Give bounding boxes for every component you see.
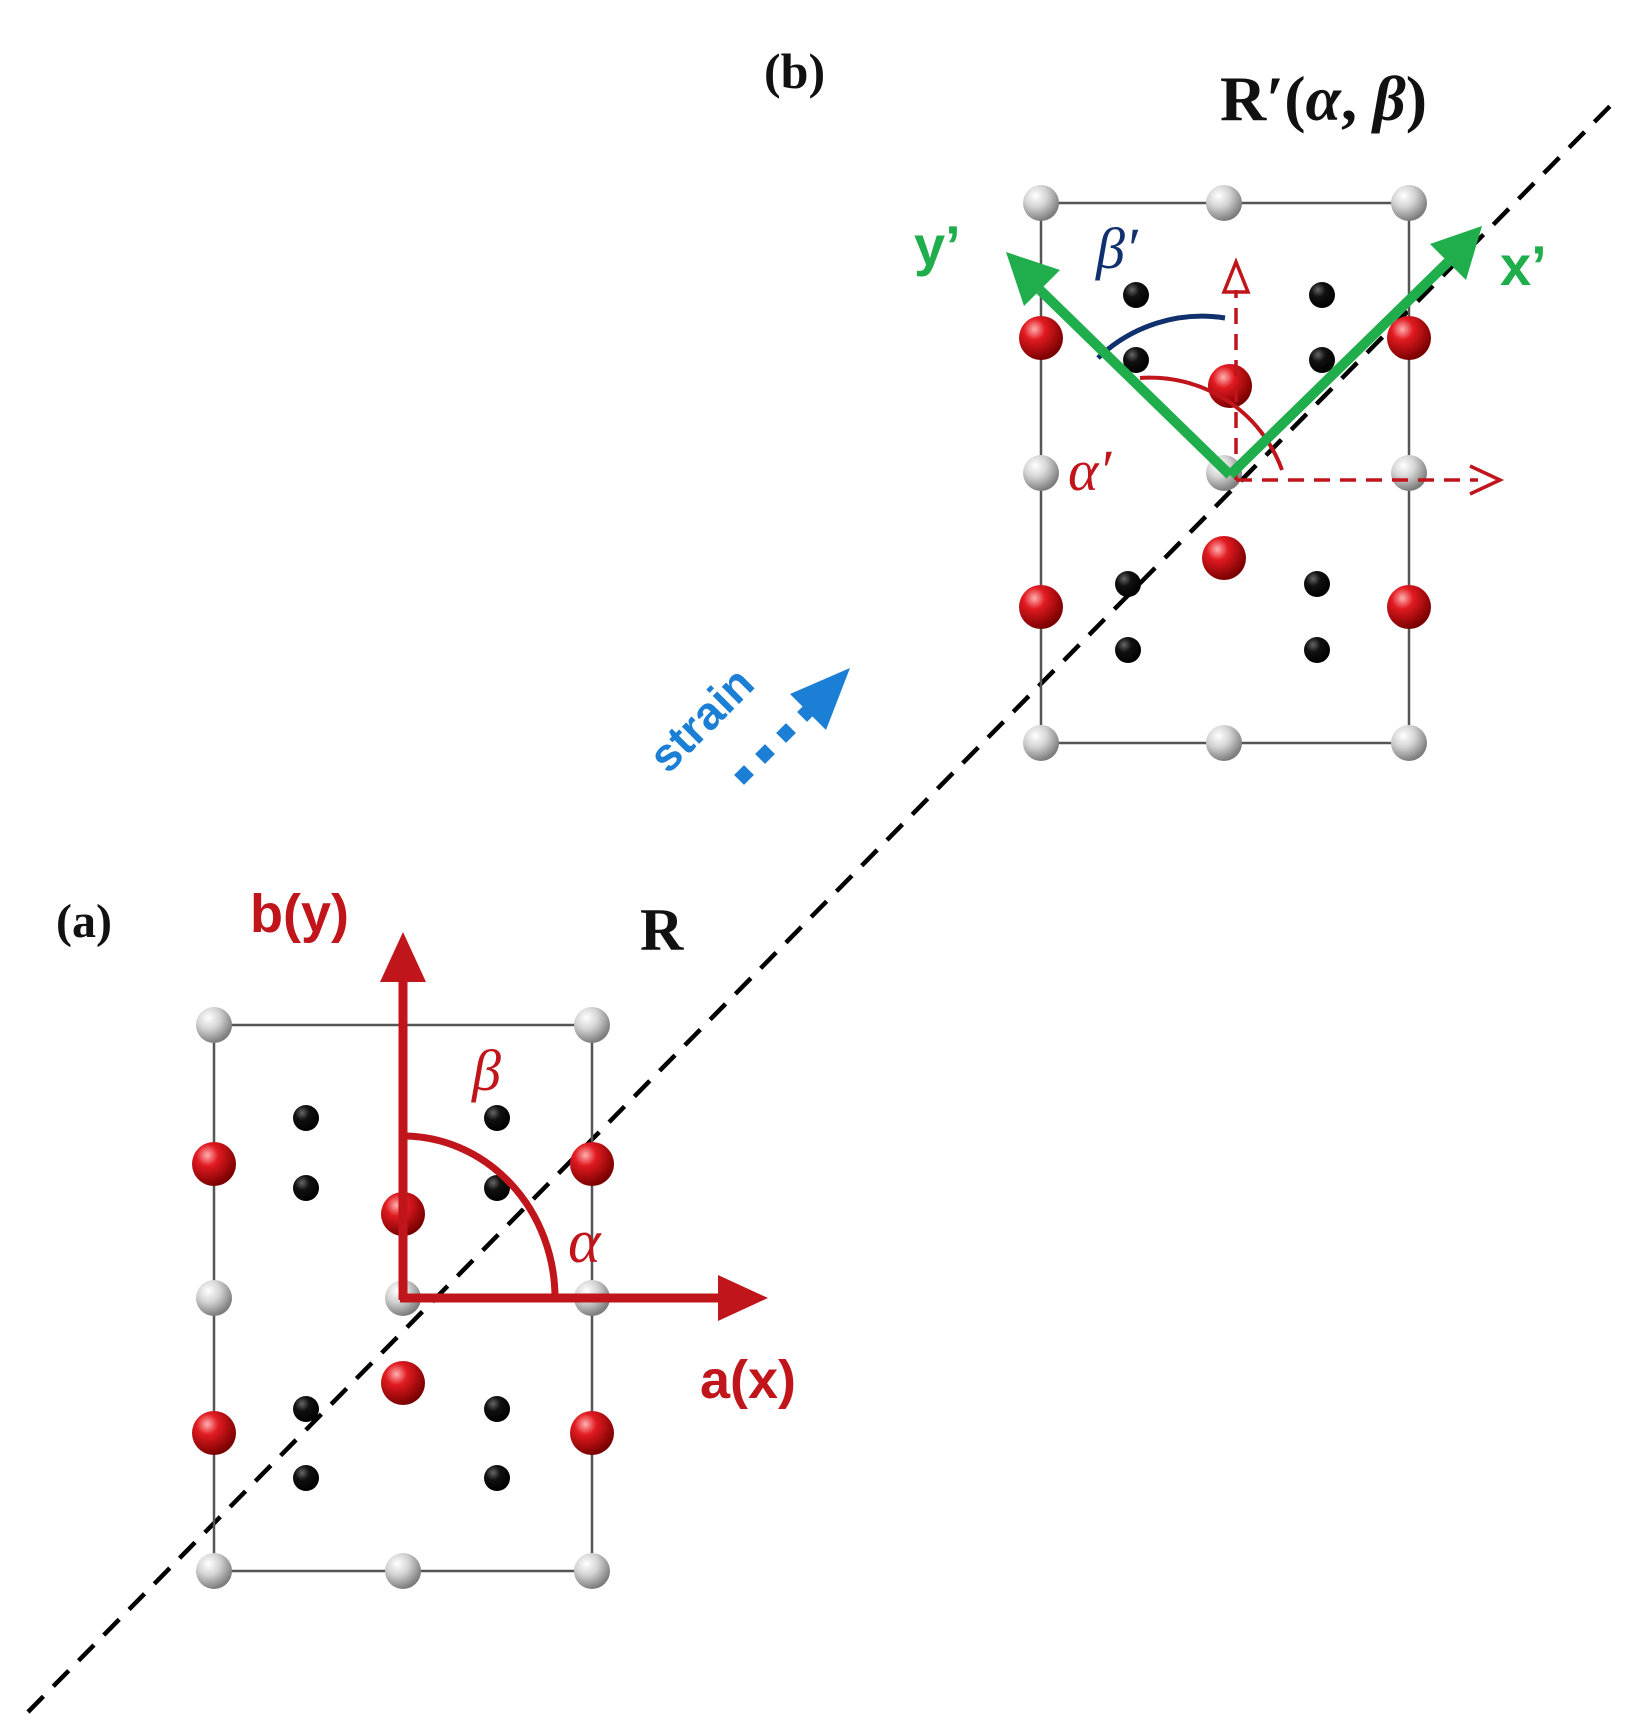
axis-b-arrow [380,932,426,1300]
black-atom [484,1396,510,1422]
red-atom [1387,316,1431,360]
angle-arc-a [402,1132,559,1299]
black-atom [293,1175,319,1201]
frame-label-r: R [640,897,684,963]
strain-dotted-arrow [734,668,850,785]
gray-atoms-a [196,1007,610,1589]
angle-label-beta: β [471,1038,501,1103]
black-atom [484,1105,510,1131]
panel-label-b: (b) [764,43,825,99]
black-atom [1115,637,1141,663]
red-atom [1019,316,1063,360]
gray-atom [574,1553,610,1589]
panel-label-a: (a) [56,895,112,948]
angle-label-beta-prime: β′ [1095,216,1139,281]
axis-x-prime-arrow [1226,226,1482,479]
black-atom [484,1465,510,1491]
panel-a: (a) R b(y) a(x) α β [56,884,796,1589]
red-atom [570,1142,614,1186]
black-atom [1304,637,1330,663]
gray-atom [196,1007,232,1043]
red-atom [1019,585,1063,629]
panel-b: (b) R′(α, β) y’ x’ α′ β′ [764,43,1547,761]
black-atom [1304,571,1330,597]
gray-atom [385,1553,421,1589]
angle-arc-alpha-prime [1139,375,1284,471]
axis-label-a: a(x) [700,1350,796,1410]
strain-indicator: strain [638,657,850,785]
gray-atom [1206,185,1242,221]
black-atoms-b [1115,282,1335,663]
black-atom [1115,571,1141,597]
black-atom [293,1105,319,1131]
black-atom [1309,282,1335,308]
gray-atom [1023,725,1059,761]
black-atom [1123,347,1149,373]
frame-label-r-prime: R′(α, β) [1220,63,1427,134]
black-atom [293,1465,319,1491]
gray-atom [196,1280,232,1316]
gray-atom [1391,185,1427,221]
black-atoms-a [293,1105,510,1491]
red-atom [192,1411,236,1455]
gray-atom [1391,455,1427,491]
angle-label-alpha-prime: α′ [1068,438,1112,503]
axis-y-prime-arrow [1006,252,1234,479]
axis-a-arrow [400,1275,768,1321]
black-atom [1309,347,1335,373]
red-atom [192,1142,236,1186]
red-atom [1387,585,1431,629]
angle-label-alpha: α [568,1208,602,1276]
red-atom [1202,536,1246,580]
gray-atom [1206,725,1242,761]
reference-axes-b [1221,257,1505,496]
black-atom [484,1175,510,1201]
gray-atom [1023,185,1059,221]
axis-label-b: b(y) [250,884,349,944]
gray-atom [574,1007,610,1043]
strain-diagonal [26,96,1620,1714]
red-atom [381,1361,425,1405]
axis-label-x-prime: x’ [1500,234,1547,297]
red-atoms-a [192,1142,614,1455]
black-atom [293,1396,319,1422]
gray-atom [1023,455,1059,491]
angle-arc-beta-prime [1096,313,1226,360]
black-atom [1123,282,1149,308]
gray-atom [1391,725,1427,761]
gray-atom [196,1553,232,1589]
strain-label: strain [638,657,763,782]
red-atom [570,1411,614,1455]
axis-label-y-prime: y’ [914,214,961,277]
